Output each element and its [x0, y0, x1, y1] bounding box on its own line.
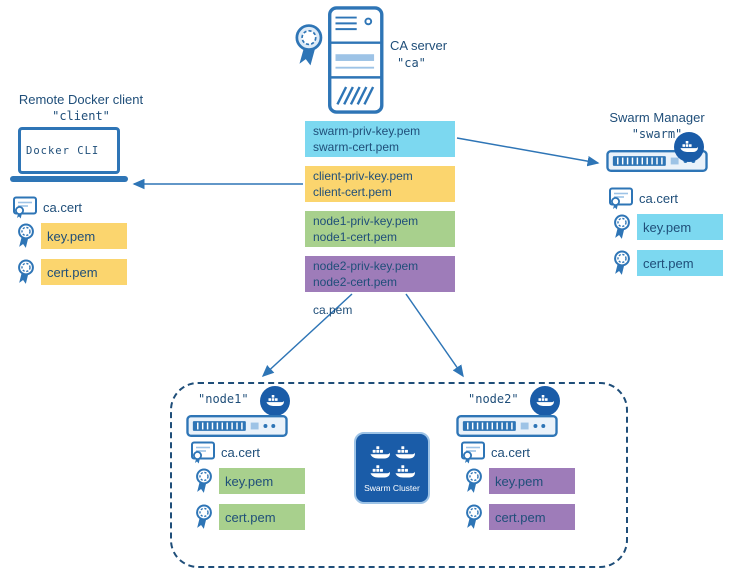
node2-name: "node2": [468, 392, 519, 406]
cert-pem-label: cert.pem: [637, 250, 723, 276]
certificate-file-icon: [460, 440, 486, 464]
seal-icon: [16, 223, 36, 249]
file-name: node1-cert.pem: [313, 230, 398, 244]
node1-name: "node1": [198, 392, 249, 406]
ca-server-name: "ca": [397, 56, 426, 70]
docker-whale-badge: [260, 386, 290, 416]
node2-ca-cert-row: ca.cert: [460, 440, 530, 464]
key-pem-label: key.pem: [489, 468, 575, 494]
cert-pem-label: cert.pem: [219, 504, 305, 530]
arrow-to-swarm-manager: [456, 137, 600, 167]
file-name: client-cert.pem: [313, 185, 392, 199]
laptop-label: Docker CLI: [26, 144, 100, 157]
ca-server-title: CA server: [390, 38, 448, 53]
file-name: node2-priv-key.pem: [313, 259, 419, 273]
docker-whale-icon: [394, 463, 416, 482]
docker-whale-badge: [674, 132, 704, 162]
docker-whale-icon: [679, 139, 699, 156]
laptop-base: [10, 176, 128, 182]
docker-whale-icon: [394, 444, 416, 463]
file-block-client: client-priv-key.pem client-cert.pem: [305, 166, 455, 202]
docker-cli-laptop-icon: Docker CLI: [10, 127, 128, 182]
file-block-swarm: swarm-priv-key.pem swarm-cert.pem: [305, 121, 455, 157]
certificate-file-icon: [608, 186, 634, 210]
file-name: swarm-cert.pem: [313, 140, 400, 154]
file-name: client-priv-key.pem: [313, 169, 413, 183]
seal-icon: [194, 504, 214, 530]
ca-certificate-seal-icon: [293, 24, 329, 68]
cert-label: ca.cert: [491, 444, 531, 460]
file-block-node1: node1-priv-key.pem node1-cert.pem: [305, 211, 455, 247]
node2-key-row: key.pem: [464, 468, 575, 494]
key-pem-label: key.pem: [637, 214, 723, 240]
swarm-cert-row: cert.pem: [612, 250, 723, 276]
seal-icon: [16, 259, 36, 285]
docker-whale-icon: [535, 393, 555, 410]
client-ca-cert-row: ca.cert: [12, 195, 82, 219]
swarm-key-row: key.pem: [612, 214, 723, 240]
seal-icon: [194, 468, 214, 494]
cert-pem-label: cert.pem: [41, 259, 127, 285]
client-name: "client": [52, 109, 110, 123]
cert-label: ca.cert: [43, 199, 83, 215]
file-ca-pem: ca.pem: [313, 303, 353, 317]
client-title: Remote Docker client: [18, 92, 144, 107]
file-stack: swarm-priv-key.pem swarm-cert.pem client…: [305, 121, 455, 319]
swarm-manager-title: Swarm Manager: [609, 110, 705, 125]
seal-icon: [293, 24, 329, 68]
client-cert-row: cert.pem: [16, 259, 127, 285]
file-name: node1-priv-key.pem: [313, 214, 419, 228]
key-pem-label: key.pem: [219, 468, 305, 494]
swarm-ca-cert-row: ca.cert: [608, 186, 678, 210]
seal-icon: [464, 468, 484, 494]
swarm-manager-name: "swarm": [631, 127, 683, 141]
laptop-screen: Docker CLI: [18, 127, 120, 174]
cert-label: ca.cert: [639, 190, 679, 206]
node2-server-icon: [456, 413, 558, 439]
node1-key-row: key.pem: [194, 468, 305, 494]
seal-icon: [612, 250, 632, 276]
swarm-cluster-box: Swarm Cluster: [354, 432, 430, 504]
node1-ca-cert-row: ca.cert: [190, 440, 260, 464]
cert-label: ca.cert: [221, 444, 261, 460]
docker-whale-icon: [265, 393, 285, 410]
swarm-cluster-label: Swarm Cluster: [364, 482, 420, 493]
file-name: node2-cert.pem: [313, 275, 398, 289]
seal-icon: [612, 214, 632, 240]
server-rack-icon: [186, 413, 288, 439]
server-rack-icon: [456, 413, 558, 439]
docker-whale-icon: [369, 444, 391, 463]
cluster-whales: [369, 444, 416, 482]
client-key-row: key.pem: [16, 223, 127, 249]
certificate-file-icon: [190, 440, 216, 464]
file-name: swarm-priv-key.pem: [313, 124, 421, 138]
key-pem-label: key.pem: [41, 223, 127, 249]
node2-cert-row: cert.pem: [464, 504, 575, 530]
cluster-boundary: [170, 382, 628, 568]
file-block-node2: node2-priv-key.pem node2-cert.pem: [305, 256, 455, 292]
cert-pem-label: cert.pem: [489, 504, 575, 530]
docker-whale-badge: [530, 386, 560, 416]
node1-server-icon: [186, 413, 288, 439]
node1-cert-row: cert.pem: [194, 504, 305, 530]
seal-icon: [464, 504, 484, 530]
docker-whale-icon: [369, 463, 391, 482]
certificate-file-icon: [12, 195, 38, 219]
